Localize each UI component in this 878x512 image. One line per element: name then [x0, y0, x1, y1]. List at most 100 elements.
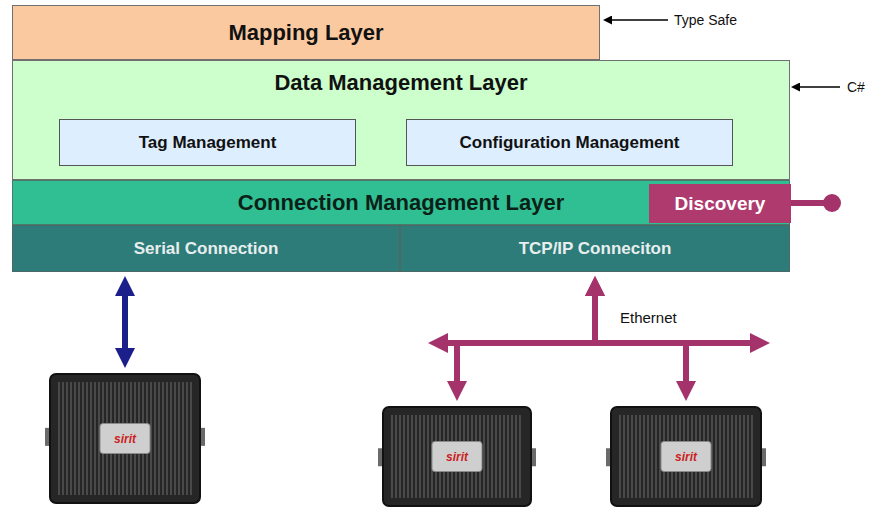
- heat-rib: [166, 382, 167, 495]
- layer-title: Discovery: [675, 193, 766, 215]
- heat-rib: [174, 382, 175, 495]
- heat-rib: [82, 382, 83, 495]
- heat-rib: [627, 415, 628, 498]
- serial-connection-box: Serial Connection: [12, 225, 400, 272]
- heat-rib: [78, 382, 79, 495]
- discovery-stem: [790, 200, 826, 206]
- annotation-label: C#: [847, 79, 865, 95]
- layer-title: Mapping Layer: [228, 20, 383, 46]
- heat-rib: [735, 415, 736, 498]
- logo-plate: [100, 424, 150, 454]
- layer-title: TCP/IP Conneciton: [519, 239, 672, 259]
- heat-rib: [659, 415, 660, 498]
- heat-rib: [619, 415, 620, 498]
- heat-rib: [711, 415, 712, 498]
- discovery-port: [823, 194, 841, 212]
- heat-rib: [58, 382, 59, 495]
- heat-rib: [651, 415, 652, 498]
- annotation-label: Type Safe: [674, 12, 737, 28]
- heat-rib: [170, 382, 171, 495]
- pointer-arrow: [800, 86, 840, 87]
- heat-rib: [90, 382, 91, 495]
- layer-title: Configuration Management: [459, 133, 679, 153]
- heat-rib: [411, 415, 412, 498]
- heat-rib: [635, 415, 636, 498]
- heat-rib: [723, 415, 724, 498]
- heat-rib: [419, 415, 420, 498]
- rfid-reader: sirit: [378, 405, 536, 508]
- reader-body: [50, 374, 200, 503]
- heat-rib: [643, 415, 644, 498]
- logo-text: sirit: [675, 450, 697, 464]
- heat-rib: [623, 415, 624, 498]
- configuration-management-box: Configuration Management: [406, 119, 733, 166]
- heat-rib: [719, 415, 720, 498]
- heat-rib: [515, 415, 516, 498]
- heat-rib: [407, 415, 408, 498]
- heat-rib: [639, 415, 640, 498]
- layer-title: Connection Management Layer: [238, 190, 564, 216]
- reader-body: [383, 407, 531, 506]
- discovery-box: Discovery: [649, 184, 791, 223]
- heat-rib: [391, 415, 392, 498]
- heat-rib: [487, 415, 488, 498]
- heat-rib: [427, 415, 428, 498]
- heat-rib: [74, 382, 75, 495]
- heat-rib: [751, 415, 752, 498]
- heat-rib: [186, 382, 187, 495]
- connection-management-layer: Connection Management Layer Discovery: [12, 180, 790, 225]
- heat-rib: [483, 415, 484, 498]
- heat-rib: [647, 415, 648, 498]
- heat-rib: [499, 415, 500, 498]
- heat-rib: [415, 415, 416, 498]
- heat-rib: [491, 415, 492, 498]
- layer-title: Data Management Layer: [274, 70, 527, 96]
- heat-rib: [495, 415, 496, 498]
- logo-plate: [432, 442, 482, 472]
- rfid-reader: sirit: [45, 372, 205, 505]
- ethernet-link: [457, 296, 595, 381]
- heat-rib: [715, 415, 716, 498]
- heat-rib: [395, 415, 396, 498]
- heat-rib: [98, 382, 99, 495]
- layer-title: Tag Management: [139, 133, 277, 153]
- logo-text: sirit: [114, 432, 136, 446]
- heat-rib: [655, 415, 656, 498]
- heat-rib: [162, 382, 163, 495]
- heat-rib: [403, 415, 404, 498]
- mapping-layer: Mapping Layer: [12, 5, 600, 60]
- heat-rib: [507, 415, 508, 498]
- reader-body: [611, 407, 761, 506]
- rfid-reader: sirit: [606, 405, 766, 508]
- heat-rib: [86, 382, 87, 495]
- heat-rib: [511, 415, 512, 498]
- heat-rib: [154, 382, 155, 495]
- logo-text: sirit: [446, 450, 468, 464]
- heat-rib: [631, 415, 632, 498]
- layer-title: Serial Connection: [134, 239, 279, 259]
- heat-rib: [423, 415, 424, 498]
- heat-rib: [743, 415, 744, 498]
- heat-rib: [158, 382, 159, 495]
- tcpip-connection-box: TCP/IP Conneciton: [400, 225, 790, 272]
- heat-rib: [399, 415, 400, 498]
- heat-rib: [62, 382, 63, 495]
- heat-rib: [503, 415, 504, 498]
- heat-rib: [731, 415, 732, 498]
- heat-rib: [747, 415, 748, 498]
- heat-rib: [727, 415, 728, 498]
- heat-rib: [70, 382, 71, 495]
- logo-plate: [661, 442, 711, 472]
- tag-management-box: Tag Management: [59, 119, 356, 166]
- bus-label: Ethernet: [620, 309, 677, 326]
- heat-rib: [739, 415, 740, 498]
- heat-rib: [150, 382, 151, 495]
- heat-rib: [190, 382, 191, 495]
- ethernet-link: [595, 296, 686, 381]
- serial-link: [122, 296, 128, 348]
- data-management-layer: Data Management LayerTag Management Confi…: [12, 60, 790, 180]
- heat-rib: [519, 415, 520, 498]
- pointer-arrow: [612, 19, 668, 20]
- heat-rib: [182, 382, 183, 495]
